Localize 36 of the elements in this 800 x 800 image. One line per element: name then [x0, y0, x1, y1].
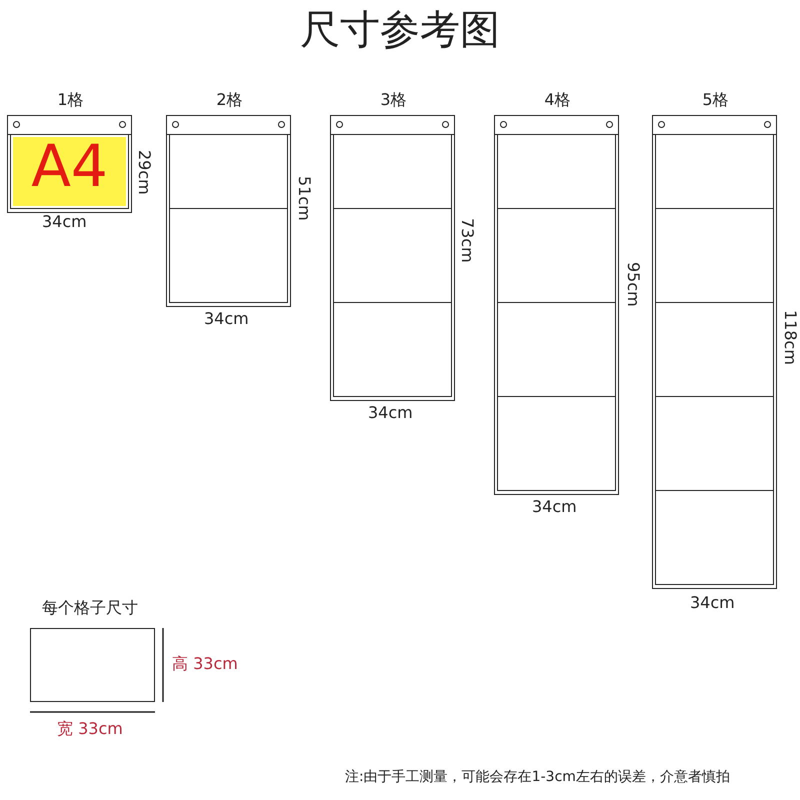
pocket-box — [497, 135, 616, 209]
pocket-box — [169, 135, 288, 209]
pocket-box — [655, 209, 774, 303]
pocket-box — [169, 209, 288, 303]
dimension-label: 宽 33cm — [57, 721, 123, 737]
title: 尺寸参考图 — [299, 6, 501, 54]
pocket-box — [655, 491, 774, 585]
panel-heading: 1格 — [56, 92, 85, 108]
dimension-label: 73cm — [459, 218, 475, 263]
pocket-box — [497, 397, 616, 491]
dimension-label: 34cm — [204, 311, 249, 327]
dimension-label: 29cm — [136, 150, 152, 195]
dimension-label: 34cm — [368, 405, 413, 421]
dimension-label: 51cm — [296, 176, 312, 221]
dimension-label: 34cm — [42, 214, 87, 230]
a4-pocket — [10, 135, 129, 209]
footnote: 注:由于手工测量，可能会存在1-3cm左右的误差，介意者慎拍 — [345, 770, 730, 784]
pocket-box — [655, 135, 774, 209]
pocket-label: A4 — [30, 135, 109, 199]
panel-heading: 4格 — [543, 92, 572, 108]
dimension-label: 高 33cm — [172, 656, 238, 672]
dimension-label: 34cm — [690, 595, 735, 611]
pocket-box — [497, 209, 616, 303]
panel-heading: 2格 — [215, 92, 244, 108]
pocket-box — [655, 397, 774, 491]
panel-heading: 5格 — [701, 92, 730, 108]
dimension-label: 118cm — [782, 310, 798, 365]
pocket-box — [333, 135, 452, 209]
pocket-box — [655, 303, 774, 397]
pocket-box — [333, 209, 452, 303]
dimension-label: 34cm — [532, 499, 577, 515]
panel-heading: 每个格子尺寸 — [42, 600, 138, 616]
pocket-box — [333, 303, 452, 397]
dimension-label: 95cm — [625, 262, 641, 307]
pocket-box — [497, 303, 616, 397]
panel-heading: 3格 — [379, 92, 408, 108]
